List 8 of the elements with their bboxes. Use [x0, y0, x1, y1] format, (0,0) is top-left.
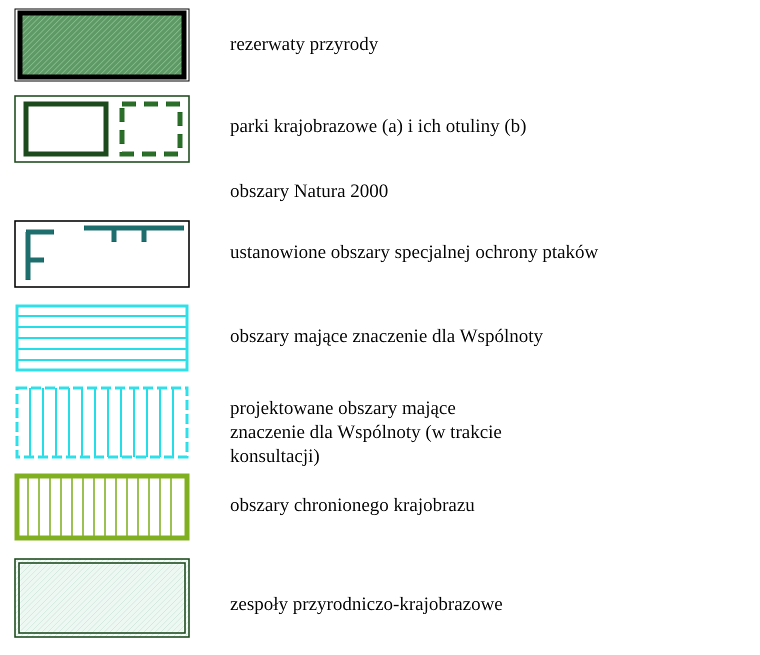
legend-label: rezerwaty przyrody [230, 33, 380, 57]
legend-heading: obszary Natura 2000 [230, 180, 390, 204]
legend-label: zespoły przyrodniczo-krajobrazowe [230, 593, 504, 617]
legend-label: parki krajobrazowe (a) i ich otuliny (b) [230, 115, 528, 139]
legend-label: ustanowione obszary specjalnej ochrony ptaków [230, 241, 600, 265]
legend-label: obszary mające znaczenie dla Wspólnoty [230, 325, 544, 349]
legend-label: obszary chronionego krajobrazu [230, 494, 476, 518]
legend-label: projektowane obszary mające znaczenie dla Wspólnoty (w trakcie konsultacji) [230, 397, 503, 469]
